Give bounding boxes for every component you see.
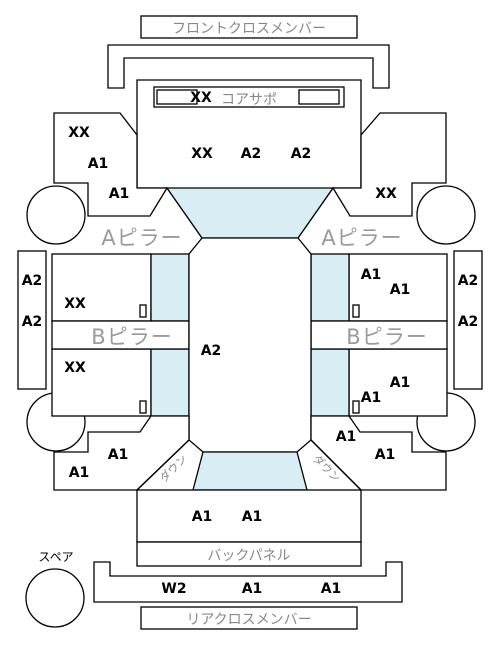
front-cross-member-box bbox=[140, 15, 358, 39]
b-pillar-right-label: Bピラー bbox=[346, 325, 427, 349]
rear-right-code-2: A1 bbox=[375, 447, 396, 463]
rear-member-code-3: A1 bbox=[321, 581, 342, 597]
rear-left-code-1: A1 bbox=[108, 447, 129, 463]
trunk-code-1: A1 bbox=[192, 509, 213, 525]
core-support-code: XX bbox=[190, 90, 212, 106]
back-panel-label: バックパネル bbox=[207, 548, 290, 564]
roof: A2 bbox=[188, 237, 312, 453]
right-rocker-code-1: A2 bbox=[458, 273, 479, 289]
right-doors: Bピラー A1 A1 A1 A1 bbox=[310, 253, 448, 417]
core-support-left-slot bbox=[156, 89, 198, 105]
front-member-bracket bbox=[107, 44, 390, 89]
right-rocker: A2 A2 bbox=[453, 250, 483, 390]
right-rear-door-handle bbox=[352, 400, 360, 414]
hood-code-2: A2 bbox=[241, 146, 262, 162]
b-pillar-left bbox=[51, 320, 190, 350]
spare-tire: スペア bbox=[25, 550, 85, 628]
front-cross-member: フロントクロスメンバー bbox=[107, 15, 390, 89]
front-left-code-2: A1 bbox=[88, 156, 109, 172]
front-right-wheel bbox=[416, 185, 476, 245]
left-rear-door-code: XX bbox=[64, 360, 86, 376]
spare-tire-circle bbox=[25, 568, 85, 628]
right-rocker-code-2: A2 bbox=[458, 314, 479, 330]
left-front-door bbox=[51, 253, 152, 322]
core-support-label: コアサポ bbox=[221, 92, 277, 108]
right-rear-door-code-2: A1 bbox=[361, 390, 382, 406]
rear-right-code-1: A1 bbox=[336, 429, 357, 445]
front-right-code: XX bbox=[375, 186, 397, 202]
core-support-right-slot bbox=[298, 89, 340, 105]
rear-left-pillar-line bbox=[136, 439, 190, 491]
a-pillar-right-label: Aピラー bbox=[321, 226, 402, 250]
trunk-code-2: A1 bbox=[242, 509, 263, 525]
right-rear-window bbox=[310, 348, 350, 417]
right-front-window bbox=[310, 253, 350, 322]
a-pillar-left-label: Aピラー bbox=[101, 226, 182, 250]
b-pillar-left-label: Bピラー bbox=[91, 325, 172, 349]
right-front-door bbox=[348, 253, 448, 322]
back-panel bbox=[136, 541, 362, 567]
rear-member-bracket bbox=[93, 561, 403, 603]
front-right-fender: XX bbox=[331, 112, 447, 217]
left-rocker-code-2: A2 bbox=[22, 314, 43, 330]
hood-code-3: A2 bbox=[291, 146, 312, 162]
rear-member-code-2: A1 bbox=[242, 581, 263, 597]
left-front-window bbox=[150, 253, 190, 322]
left-rear-door bbox=[51, 348, 152, 417]
front-left-code-3: A1 bbox=[109, 186, 130, 202]
rear-window bbox=[192, 451, 308, 491]
right-rear-door-code-1: A1 bbox=[390, 375, 411, 391]
rear-member-code-1: W2 bbox=[161, 581, 186, 597]
rear-right-pillar-line bbox=[310, 439, 362, 491]
trunk: A1 A1 bbox=[136, 489, 362, 543]
rear-cross-member-box bbox=[140, 606, 358, 630]
windshield bbox=[165, 187, 335, 239]
right-rear-door bbox=[348, 348, 448, 417]
right-front-door-handle bbox=[352, 304, 360, 318]
left-rear-door-handle bbox=[139, 400, 147, 414]
rear-left-code-2: A1 bbox=[69, 465, 90, 481]
left-front-door-code: XX bbox=[64, 296, 86, 312]
front-cross-member-label: フロントクロスメンバー bbox=[172, 21, 326, 37]
spare-label: スペア bbox=[38, 550, 73, 564]
left-rocker-code-1: A2 bbox=[22, 273, 43, 289]
roof-code: A2 bbox=[201, 343, 222, 359]
left-doors: Bピラー XX XX bbox=[51, 253, 190, 417]
rear-cross-member-label: リアクロスメンバー bbox=[186, 612, 311, 628]
left-rear-window bbox=[150, 348, 190, 417]
left-rocker: A2 A2 bbox=[17, 250, 47, 390]
b-pillar-right bbox=[310, 320, 448, 350]
front-left-wheel bbox=[26, 185, 86, 245]
right-front-door-code-2: A1 bbox=[390, 282, 411, 298]
left-front-door-handle bbox=[139, 304, 147, 318]
core-support bbox=[153, 86, 345, 108]
hood-code-1: XX bbox=[191, 146, 213, 162]
right-front-door-code-1: A1 bbox=[361, 267, 382, 283]
front-left-fender: XX A1 A1 bbox=[53, 112, 169, 217]
front-left-code-1: XX bbox=[68, 125, 90, 141]
